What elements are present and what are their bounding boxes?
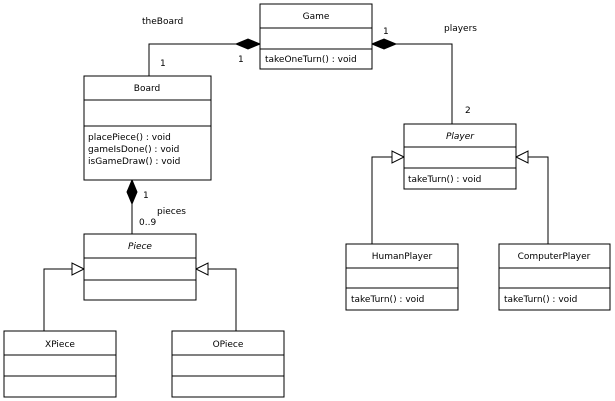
class-piece: Piece	[83, 233, 197, 301]
class-board-method: placePiece() : void	[88, 133, 171, 143]
role-label-pieces: pieces	[157, 207, 186, 217]
game-players-diamond	[370, 38, 398, 50]
class-player-name: Player	[446, 132, 475, 142]
multiplicity-board-pieces-end: 1	[143, 191, 149, 201]
xpiece-generalization-line	[43, 268, 72, 331]
class-board-method: isGameDraw() : void	[88, 157, 180, 167]
game-board-composition-line	[148, 43, 236, 76]
multiplicity-game-board-end: 1	[238, 55, 244, 65]
class-humanplayer-name: HumanPlayer	[372, 252, 433, 262]
class-game: Game takeOneTurn() : void	[259, 3, 373, 70]
class-computerplayer-method: takeTurn() : void	[504, 295, 577, 305]
humanplayer-generalization-arrow	[391, 150, 406, 164]
class-humanplayer-method: takeTurn() : void	[351, 295, 424, 305]
class-computerplayer: ComputerPlayer takeTurn() : void	[498, 243, 611, 311]
multiplicity-piece-end: 0..9	[139, 218, 156, 228]
class-board-name: Board	[134, 84, 160, 94]
class-xpiece: XPiece	[3, 330, 117, 398]
class-piece-name: Piece	[128, 242, 152, 252]
class-game-method: takeOneTurn() : void	[265, 55, 357, 65]
humanplayer-generalization-line	[371, 156, 392, 244]
class-humanplayer: HumanPlayer takeTurn() : void	[345, 243, 459, 311]
class-board: Board placePiece() : void gameIsDone() :…	[83, 75, 212, 181]
opiece-generalization-arrow	[194, 262, 209, 276]
computerplayer-generalization-arrow	[514, 150, 529, 164]
opiece-generalization-line	[208, 268, 237, 331]
game-players-composition-line	[396, 43, 453, 124]
class-opiece-name: OPiece	[213, 340, 244, 350]
class-player-method: takeTurn() : void	[408, 175, 481, 185]
computerplayer-generalization-line	[528, 156, 549, 244]
role-label-players: players	[444, 24, 477, 34]
board-pieces-diamond	[126, 178, 138, 206]
multiplicity-game-players-end: 1	[383, 27, 389, 37]
class-computerplayer-name: ComputerPlayer	[518, 252, 591, 262]
multiplicity-board-end: 1	[160, 59, 166, 69]
xpiece-generalization-arrow	[71, 262, 86, 276]
class-xpiece-name: XPiece	[45, 340, 75, 350]
class-game-name: Game	[303, 12, 330, 22]
game-board-diamond	[234, 38, 262, 50]
class-player: Player takeTurn() : void	[403, 123, 517, 190]
role-label-theboard: theBoard	[142, 17, 183, 27]
multiplicity-player-end: 2	[465, 106, 471, 116]
class-board-method: gameIsDone() : void	[88, 145, 179, 155]
class-opiece: OPiece	[171, 330, 285, 398]
